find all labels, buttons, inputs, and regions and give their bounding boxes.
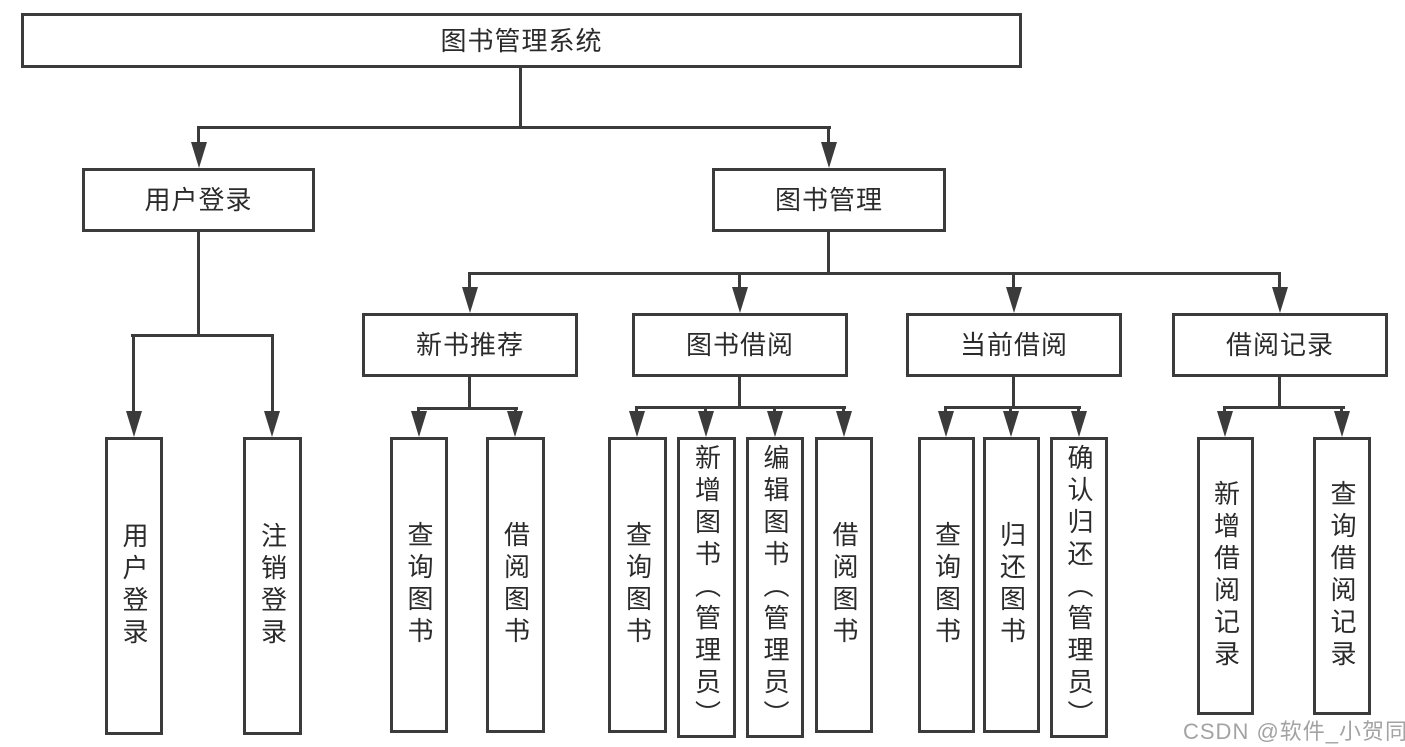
connector-drop-book-mgmt — [827, 126, 830, 144]
arrow-down-icon — [698, 411, 714, 437]
leaf-add-borrow-record: 新增借阅记录 — [1197, 437, 1254, 715]
arrow-down-icon — [411, 411, 427, 437]
connector-root-stem — [519, 68, 522, 126]
leaf-add-books-admin: 新增图书（管理员） — [677, 437, 736, 738]
arrow-down-icon — [1006, 287, 1022, 313]
connector-drop-leaf — [1009, 406, 1012, 413]
leaf-label: 借阅图书 — [500, 521, 531, 649]
leaf-label: 归还图书 — [996, 521, 1027, 649]
connector-root-rail — [197, 126, 831, 129]
arrow-down-icon — [836, 411, 852, 437]
leaf-query-books-borrow: 查询图书 — [608, 437, 667, 733]
watermark: CSDN @软件_小贺同学 — [1183, 719, 1405, 744]
connector-drop-borrow-records — [1278, 272, 1281, 287]
connector-drop-logout — [271, 334, 274, 413]
arrow-down-icon — [462, 287, 478, 313]
connector-new-books-rail — [417, 407, 518, 410]
connector-drop-new-books — [468, 272, 471, 287]
arrow-down-icon — [821, 142, 837, 168]
connector-drop-leaf — [1077, 406, 1080, 413]
leaf-label: 新增图书（管理员） — [691, 443, 722, 732]
connector-drop-leaf — [417, 407, 420, 413]
arrow-down-icon — [767, 411, 783, 437]
leaf-label: 查询借阅记录 — [1327, 480, 1357, 672]
connector-book-borrow-stem — [738, 377, 741, 406]
connector-drop-leaf — [514, 407, 517, 413]
node-current-borrow: 当前借阅 — [906, 313, 1122, 377]
connector-drop-leaf — [842, 406, 845, 413]
arrow-down-icon — [264, 411, 280, 437]
connector-user-login-rail — [131, 334, 274, 337]
arrow-down-icon — [126, 411, 142, 437]
node-book-borrow: 图书借阅 — [632, 313, 848, 377]
node-user-login: 用户登录 — [82, 168, 315, 232]
arrow-down-icon — [1272, 287, 1288, 313]
connector-drop-login — [132, 334, 135, 413]
connector-drop-leaf — [1223, 406, 1226, 413]
connector-new-books-stem — [468, 377, 471, 407]
connector-drop-book-borrow — [738, 272, 741, 287]
connector-current-borrow-rail — [945, 406, 1081, 409]
arrow-down-icon — [507, 411, 523, 437]
leaf-return-books: 归还图书 — [983, 437, 1040, 733]
arrow-down-icon — [732, 287, 748, 313]
arrow-down-icon — [938, 411, 954, 437]
leaf-user-login: 用户登录 — [105, 437, 163, 735]
node-borrow-records: 借阅记录 — [1172, 313, 1388, 377]
leaf-query-borrow-record: 查询借阅记录 — [1313, 437, 1371, 715]
connector-drop-user-login — [197, 126, 200, 144]
leaf-label: 借阅图书 — [829, 521, 859, 649]
leaf-logout: 注销登录 — [243, 437, 302, 735]
leaf-label: 注销登录 — [257, 522, 288, 650]
arrow-down-icon — [191, 142, 207, 168]
leaf-label: 编辑图书（管理员） — [760, 443, 790, 732]
leaf-label: 确认归还（管理员） — [1064, 443, 1094, 732]
arrow-down-icon — [1003, 411, 1019, 437]
connector-drop-leaf — [1340, 406, 1343, 413]
leaf-edit-books-admin: 编辑图书（管理员） — [746, 437, 804, 738]
connector-drop-current-borrow — [1012, 272, 1015, 287]
arrow-down-icon — [629, 411, 645, 437]
connector-drop-leaf — [773, 406, 776, 413]
node-new-book-recommend: 新书推荐 — [362, 313, 578, 377]
leaf-label: 查询图书 — [622, 521, 653, 649]
arrow-down-icon — [1071, 411, 1087, 437]
node-book-management: 图书管理 — [712, 168, 946, 232]
connector-drop-leaf — [944, 406, 947, 413]
leaf-query-books-recommend: 查询图书 — [390, 437, 448, 733]
leaf-query-books-current: 查询图书 — [918, 437, 975, 733]
leaf-label: 新增借阅记录 — [1210, 480, 1241, 672]
connector-book-borrow-rail — [636, 406, 846, 409]
leaf-confirm-return-admin: 确认归还（管理员） — [1050, 437, 1108, 738]
connector-drop-leaf — [704, 406, 707, 413]
node-root: 图书管理系统 — [21, 13, 1022, 68]
connector-borrow-records-stem — [1278, 377, 1281, 406]
connector-borrow-records-rail — [1224, 406, 1345, 409]
leaf-label: 查询图书 — [404, 521, 434, 649]
leaf-borrow-books-recommend: 借阅图书 — [486, 437, 545, 733]
connector-book-mgmt-stem — [827, 232, 830, 272]
leaf-label: 用户登录 — [119, 522, 149, 650]
connector-book-mgmt-rail — [468, 272, 1281, 275]
connector-current-borrow-stem — [1012, 377, 1015, 406]
leaf-label: 查询图书 — [931, 521, 962, 649]
leaf-borrow-books: 借阅图书 — [815, 437, 873, 733]
connector-user-login-stem — [197, 232, 200, 334]
arrow-down-icon — [1217, 411, 1233, 437]
connector-drop-leaf — [635, 406, 638, 413]
arrow-down-icon — [1334, 411, 1350, 437]
